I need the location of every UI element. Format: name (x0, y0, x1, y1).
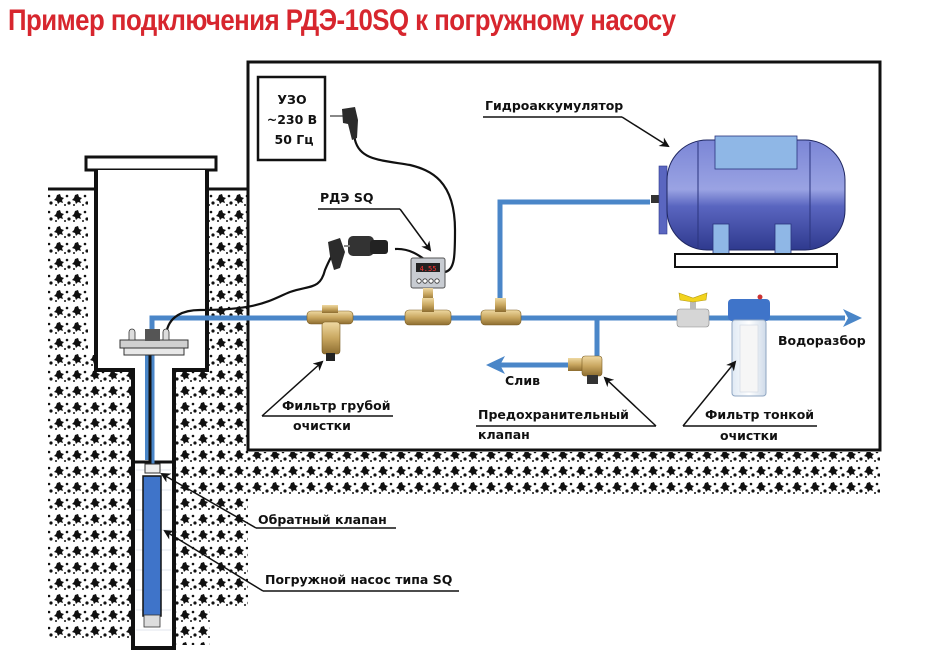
label-drain: Слив (505, 373, 540, 388)
label-submersible-pump: Погружной насос типа SQ (163, 529, 459, 592)
submersible-pump (142, 463, 162, 628)
coarse-filter (306, 305, 354, 361)
svg-text:Фильтр грубой: Фильтр грубой (282, 398, 390, 413)
pressure-display: 4.55 (420, 265, 437, 273)
water-outlet-arrow (843, 309, 862, 327)
svg-text:Обратный клапан: Обратный клапан (258, 512, 387, 527)
uzo-label: УЗО (277, 92, 306, 107)
uzo-plug-icon (330, 107, 358, 140)
brass-tee-accumulator (480, 298, 522, 326)
svg-text:Фильтр тонкой: Фильтр тонкой (705, 407, 814, 422)
soil (48, 190, 880, 645)
pump-plug-icon (328, 236, 388, 270)
fine-filter (728, 294, 770, 397)
uzo-power-box: УЗО ~230 В 50 Гц (256, 75, 327, 162)
svg-text:Погружной насос типа SQ: Погружной насос типа SQ (265, 572, 452, 587)
ball-valve (676, 292, 710, 328)
label-pressure-switch: РДЭ SQ (318, 190, 432, 252)
brass-tee-switch (404, 298, 452, 326)
label-water-outlet: Водоразбор (778, 333, 866, 348)
well-head (119, 328, 189, 356)
svg-text:Предохранительный: Предохранительный (478, 407, 629, 422)
svg-text:клапан: клапан (478, 427, 530, 442)
frequency-label: 50 Гц (275, 132, 314, 147)
svg-text:очистки: очистки (720, 428, 778, 443)
hydro-accumulator (651, 135, 846, 268)
label-safety-valve: Предохранительный клапан (476, 376, 657, 442)
pressure-switch: 4.55 (410, 257, 446, 300)
drain-arrow (486, 356, 505, 374)
safety-valve (568, 355, 603, 384)
svg-text:Гидроаккумулятор: Гидроаккумулятор (485, 98, 623, 113)
page-title: Пример подключения РДЭ-10SQ к погружному… (8, 4, 676, 37)
label-check-valve: Обратный клапан (160, 473, 396, 529)
voltage-label: ~230 В (267, 112, 317, 127)
svg-text:РДЭ SQ: РДЭ SQ (320, 190, 373, 205)
label-coarse-filter: Фильтр грубой очистки (261, 360, 393, 433)
svg-text:очистки: очистки (293, 418, 351, 433)
label-accumulator: Гидроаккумулятор (483, 98, 670, 148)
label-fine-filter: Фильтр тонкой очистки (682, 360, 817, 443)
